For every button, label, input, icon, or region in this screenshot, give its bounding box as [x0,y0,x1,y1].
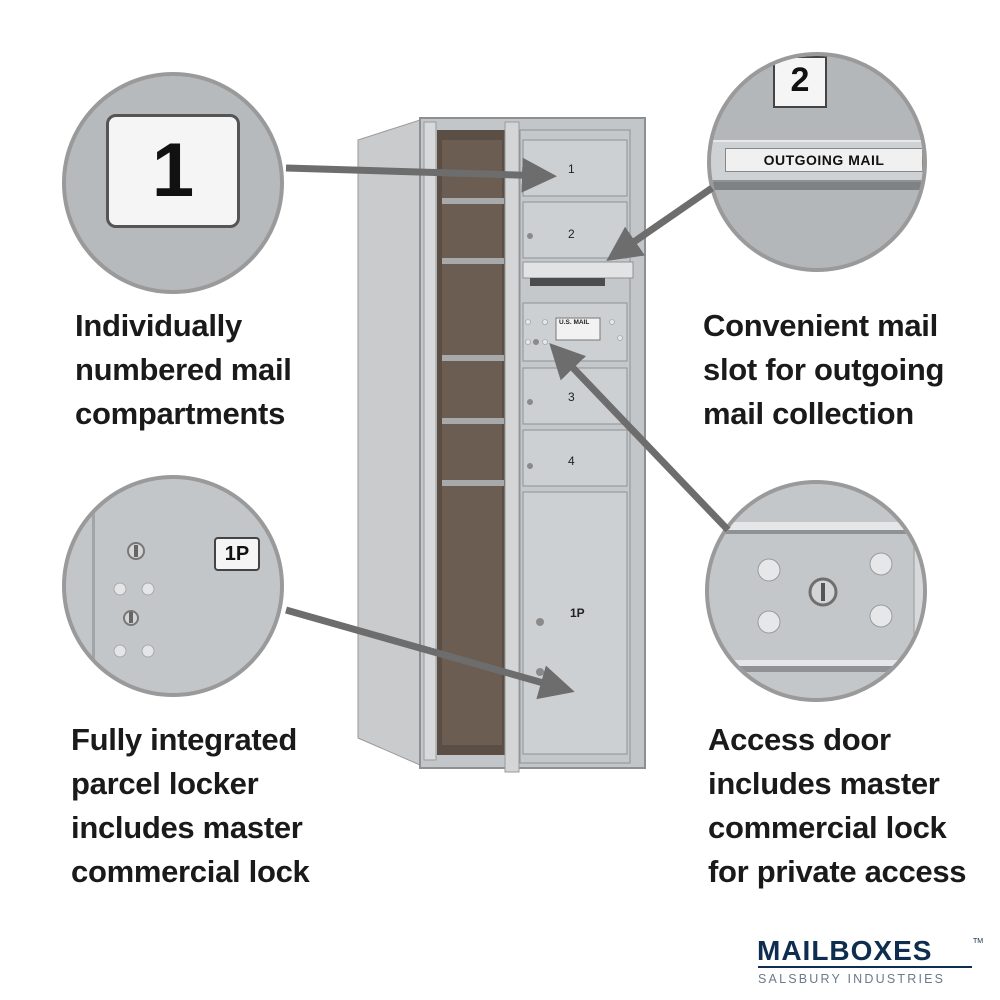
callout-number-tag: 1 [62,72,284,294]
callout-outgoing-slot: 2 OUTGOING MAIL [707,52,927,272]
caption-line: Access door [708,722,891,757]
caption-numbered-compartments: Individually numbered mail compartments [75,304,292,436]
arrow-to-access-door [549,342,731,533]
brand-logo-rule [758,966,972,968]
parcel-door-label: 1P [570,606,585,620]
door-1-label: 1 [568,162,575,176]
caption-parcel-locker: Fully integrated parcel locker includes … [71,718,310,894]
caption-line: for private access [708,854,967,889]
door-4 [522,429,628,487]
interior-shelves [442,198,504,486]
caption-line: commercial lock [708,810,947,845]
slot-number-text: 2 [790,61,810,99]
parcel-tag-text: 1P [224,543,250,565]
number-tag-text: 1 [151,128,195,213]
parcel-door-edge [92,479,95,693]
number-tag: 1 [106,114,240,228]
brand-logo-tagline: SALSBURY INDUSTRIES [758,972,946,986]
outgoing-slot-opening [530,278,605,286]
slot-label-plate: OUTGOING MAIL [725,148,923,172]
slot-shadow [711,182,923,190]
caption-line: numbered mail [75,352,292,387]
caption-line: includes master [708,766,940,801]
caption-line: Convenient mail [703,308,938,343]
caption-access-door: Access door includes master commercial l… [708,718,967,894]
callout-parcel-lock: 1P [62,475,284,697]
arrow-to-outgoing-slot [606,185,714,261]
door-4-label: 4 [568,454,575,468]
master-door-edge [423,121,437,761]
caption-line: includes master [71,810,303,845]
slot-label-text: OUTGOING MAIL [763,152,885,168]
caption-outgoing-slot: Convenient mail slot for outgoing mail c… [703,304,944,436]
brand-logo-tm: TM [973,938,984,945]
caption-line: Fully integrated [71,722,298,757]
door-2-label: 2 [568,227,575,241]
caption-line: Individually [75,308,242,343]
arrow-to-door-1 [285,157,557,193]
parcel-tag: 1P [214,537,260,571]
access-lock-details [709,522,923,672]
caption-line: compartments [75,396,286,431]
callout-access-lock [705,480,927,702]
caption-line: slot for outgoing [703,352,945,387]
usmail-label-text: U.S. MAIL [559,319,590,326]
slot-number-tag: 2 [773,56,827,108]
brand-logo-name: MAILBOXES [757,935,933,966]
access-door-rivets [525,319,623,345]
caption-line: parcel locker [71,766,259,801]
arrow-to-parcel-door [285,606,575,700]
caption-line: commercial lock [71,854,310,889]
usmail-label [555,317,601,341]
caption-line: mail collection [703,396,914,431]
parcel-lock-details [113,542,155,658]
door-3-label: 3 [568,390,575,404]
